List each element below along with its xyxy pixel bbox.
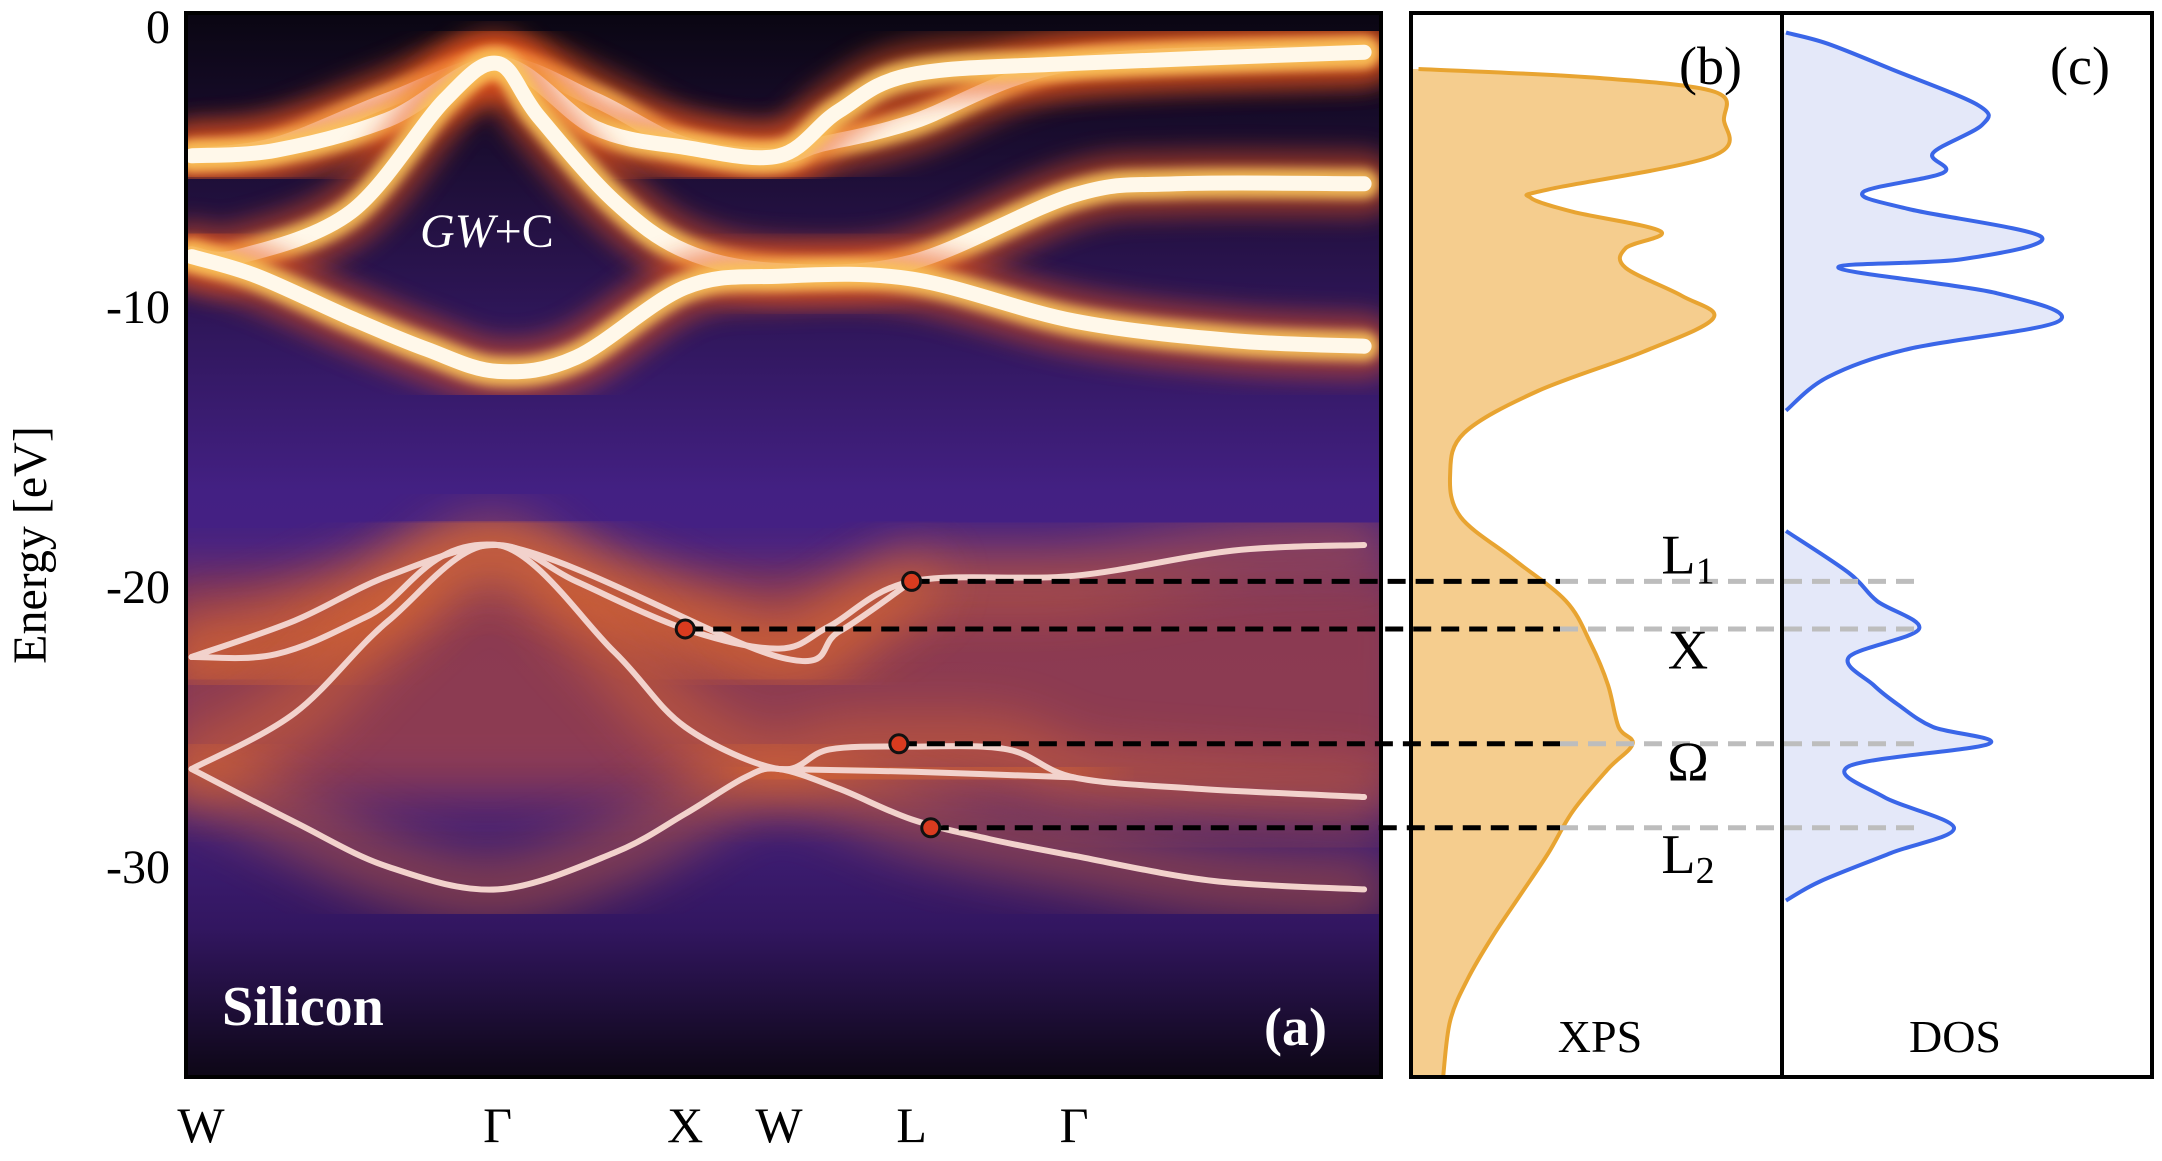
panel-a-label: (a) [1264,997,1327,1057]
dos-line [1784,30,2064,413]
k-point-label: Γ [1060,1097,1089,1153]
k-point-label: W [755,1097,803,1153]
guide-lines [685,578,1920,831]
marked-point-X [674,618,696,640]
spectral-function-panel [186,13,1381,1077]
marked-points [674,570,942,839]
dos-area [1784,531,1992,901]
y-axis-label: Energy [eV] [4,426,57,664]
k-point-label: X [667,1097,703,1153]
panel-c-label: (c) [2050,36,2110,96]
k-point-label: L [896,1097,927,1153]
dos-line [1784,529,1994,903]
panel-a-frame [184,11,1383,1079]
method-label: GW+C [420,205,554,258]
y-tick-label: -30 [106,841,170,894]
y-tick-labels: 0 -10 -20 -30 [106,1,170,894]
marked-point-L1 [901,570,923,592]
y-tick-label: -10 [106,281,170,334]
level-label: L1 [1661,524,1714,592]
quasiparticle-bands [186,20,1381,404]
qp-band [186,55,1372,280]
dos-panel [1784,30,2064,903]
xps-label: XPS [1558,1011,1642,1062]
dos-area [1784,32,2063,411]
level-label: Ω [1667,732,1709,794]
material-label: Silicon [222,976,384,1038]
xps-area [1413,69,1730,1077]
k-point-label: Γ [483,1097,512,1153]
panel-b-label: (b) [1679,36,1742,96]
method-label-suffix: +C [495,205,554,258]
valence-bands [188,541,1368,893]
marked-point-L2 [920,817,942,839]
valence-band-line [188,541,1368,800]
qp-band [186,249,1372,380]
marked-point-Ω [888,733,910,755]
k-point-label: W [177,1097,225,1153]
level-label: X [1668,620,1708,682]
valence-band-line [776,766,1078,781]
qp-band [186,44,1372,166]
method-label-gw: GW [420,205,499,258]
y-tick-label: -20 [106,561,170,614]
dos-label: DOS [1909,1011,2001,1062]
level-label: L2 [1661,824,1714,892]
y-tick-label: 0 [146,1,170,54]
valence-band-line [188,765,1368,893]
